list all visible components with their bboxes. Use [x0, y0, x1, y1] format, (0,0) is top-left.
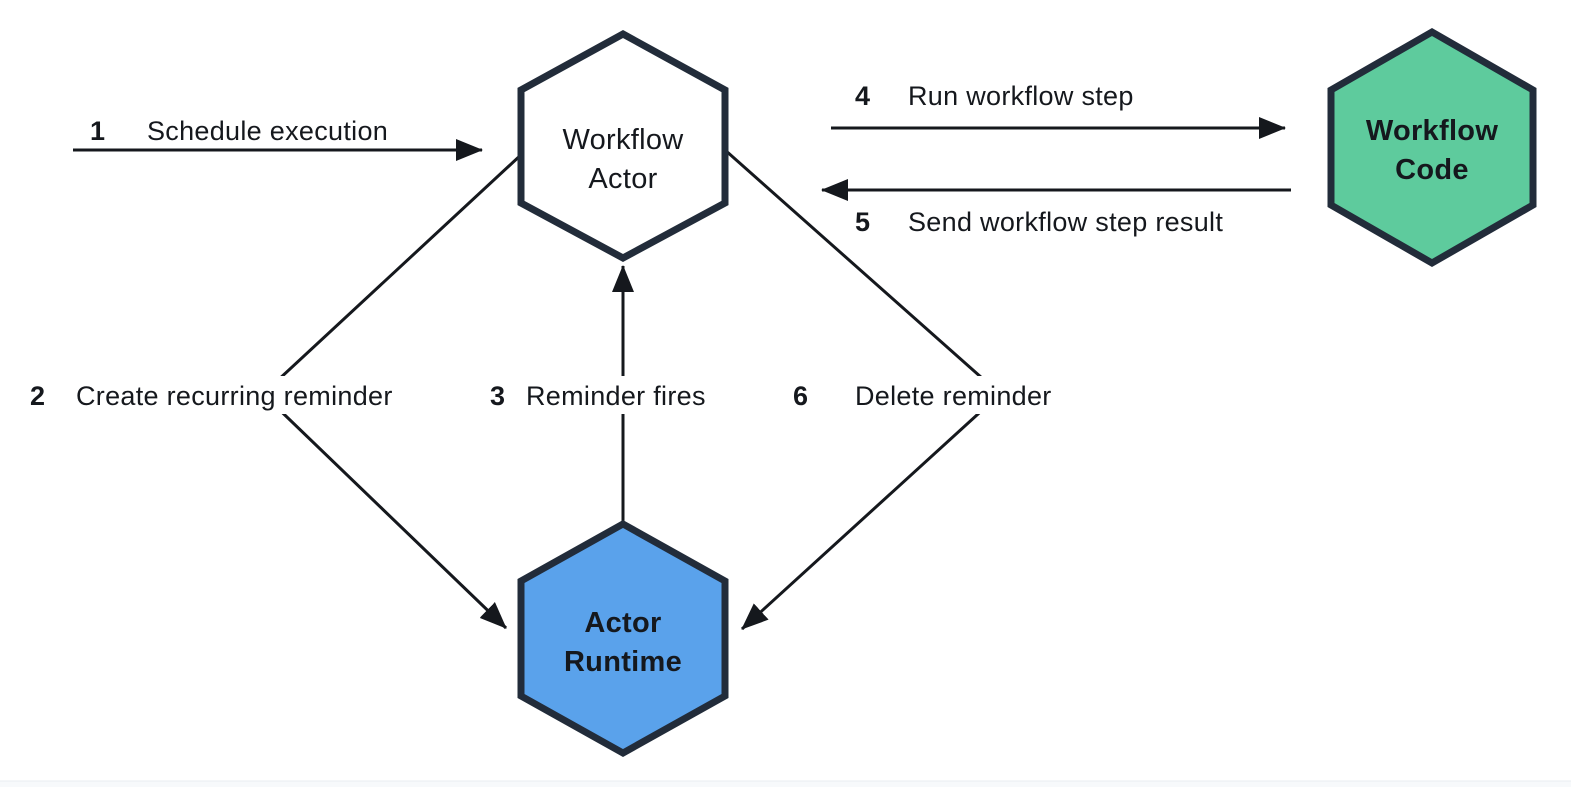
actor-runtime-hexagon-icon: [517, 519, 729, 758]
edge-label-reminder-fires: 3 Reminder fires: [490, 381, 706, 411]
label-3-backdrop: [480, 376, 728, 414]
edge-number: 4: [855, 81, 870, 111]
edge-text: Reminder fires: [526, 381, 706, 411]
workflow-code-label-line1: Workflow: [1366, 115, 1499, 147]
workflow-code-label-line2: Code: [1395, 154, 1469, 186]
actor-runtime-label-line1: Actor: [584, 607, 661, 639]
edge-number: 1: [90, 116, 105, 146]
edge-text: Create recurring reminder: [76, 381, 393, 411]
workflow-actor-hexagon-icon: [517, 30, 729, 262]
edge-number: 6: [793, 381, 808, 411]
label-2-backdrop: [18, 376, 434, 414]
node-workflow-code: Workflow Code: [1327, 27, 1537, 268]
actor-runtime-label-line2: Runtime: [564, 646, 682, 678]
edge-number: 3: [490, 381, 505, 411]
edge-text: Run workflow step: [908, 81, 1134, 111]
workflow-code-hexagon-icon: [1327, 27, 1537, 268]
workflow-actor-label-line1: Workflow: [562, 124, 684, 156]
edge-number: 5: [855, 207, 870, 237]
edge-label-send-workflow-step-result: 5 Send workflow step result: [855, 207, 1223, 237]
edge-text: Send workflow step result: [908, 207, 1223, 237]
label-6-backdrop: [781, 376, 1075, 414]
bottom-section-strip: [0, 781, 1571, 787]
edge-label-create-recurring-reminder: 2 Create recurring reminder: [30, 381, 393, 411]
node-actor-runtime: Actor Runtime: [517, 519, 729, 758]
edge-text: Schedule execution: [147, 116, 388, 146]
edge-text: Delete reminder: [855, 381, 1052, 411]
edge-number: 2: [30, 381, 45, 411]
edge-label-schedule-execution: 1 Schedule execution: [90, 116, 388, 146]
edge-label-delete-reminder: 6 Delete reminder: [793, 381, 1052, 411]
edge-label-run-workflow-step: 4 Run workflow step: [855, 81, 1134, 111]
workflow-actor-label-line2: Actor: [588, 163, 657, 195]
node-workflow-actor: Workflow Actor: [517, 30, 729, 262]
